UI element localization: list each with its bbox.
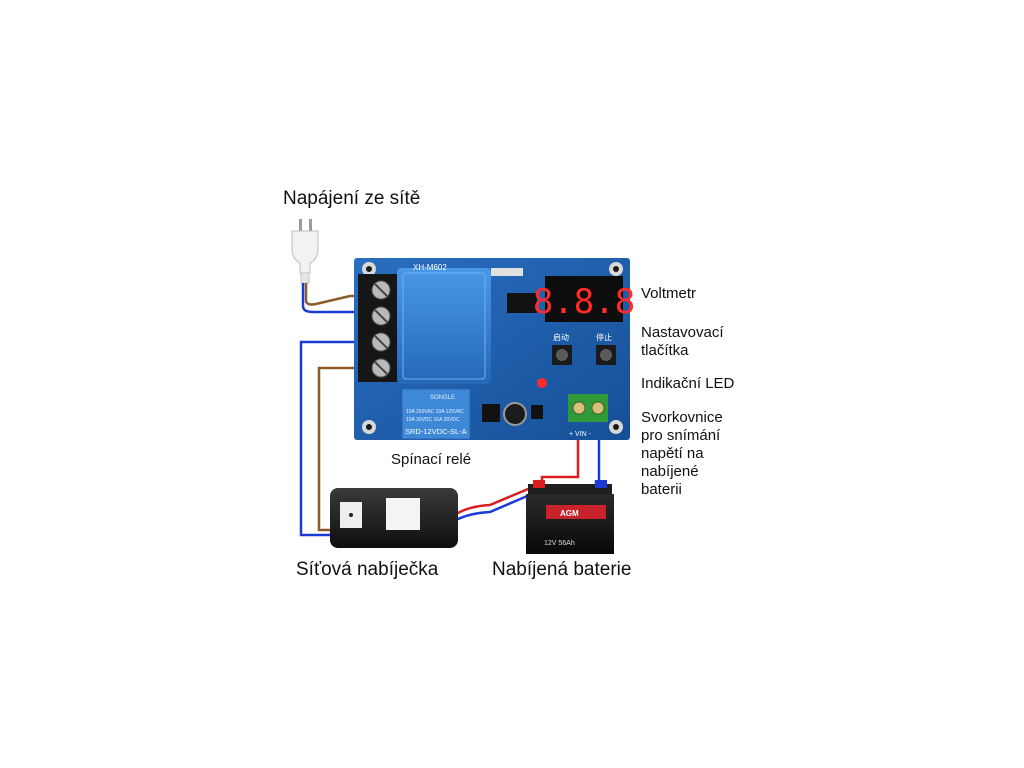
label-sense-terminal-line-4: nabíjené [641,463,699,480]
voltmeter-digits: 8.8.8 [533,282,635,322]
mains-charger [330,488,458,548]
label-sense-terminal-line-2: pro snímání [641,427,721,444]
label-indicator-led: Indikační LED [641,375,735,392]
sense-terminal-block: + VIN - [568,394,608,438]
label-voltmeter: Voltmetr [641,285,697,302]
button-start-label: 启动 [553,332,569,342]
relay: SONGLE 10A 250VAC 10A 125VAC 10A 30VDC 1… [401,388,471,440]
board-model: XH-M602 [413,263,447,272]
label-mains-charger: Síťová nabíječka [296,559,439,580]
label-mains-power: Napájení ze sítě [283,188,421,209]
label-sense-terminal-line-5: baterii [641,481,682,498]
label-sense-terminal-line-1: Svorkovnice [641,409,723,426]
relay-rating-1: 10A 250VAC 10A 125VAC [406,409,464,415]
power-terminal-block [358,274,398,382]
label-switching-relay: Spínací relé [391,451,472,468]
label-setting-buttons: Nastavovací tlačítka [641,324,781,360]
label-sense-terminal-line-3: napětí na [641,445,704,462]
label-setting-buttons-line-2: tlačítka [641,342,689,359]
relay-rating-2: 10A 30VDC 10A 28VDC [406,417,460,423]
transformer [397,268,491,384]
button-stop-label: 停止 [596,332,612,342]
battery-brand: AGM [560,509,579,518]
control-board: SONGLE 10A 250VAC 10A 125VAC 10A 30VDC 1… [354,258,635,440]
terminal-marks: + VIN - [569,431,592,438]
setting-buttons: 启动 停止 [552,332,616,365]
battery: AGM 12V 56Ah [526,480,614,554]
mains-wires [299,283,372,537]
label-charged-battery: Nabíjená baterie [492,559,632,580]
voltmeter-display: 8.8.8 [533,276,635,322]
mains-plug-icon [291,219,319,284]
label-sense-terminal: Svorkovnice pro snímání napětí na nabíje… [641,409,781,499]
indicator-led-icon [537,378,547,388]
relay-brand: SONGLE [430,395,455,401]
relay-model: SRD-12VDC-SL-A [405,427,467,436]
label-setting-buttons-line-1: Nastavovací [641,324,724,341]
battery-spec: 12V 56Ah [544,540,575,547]
